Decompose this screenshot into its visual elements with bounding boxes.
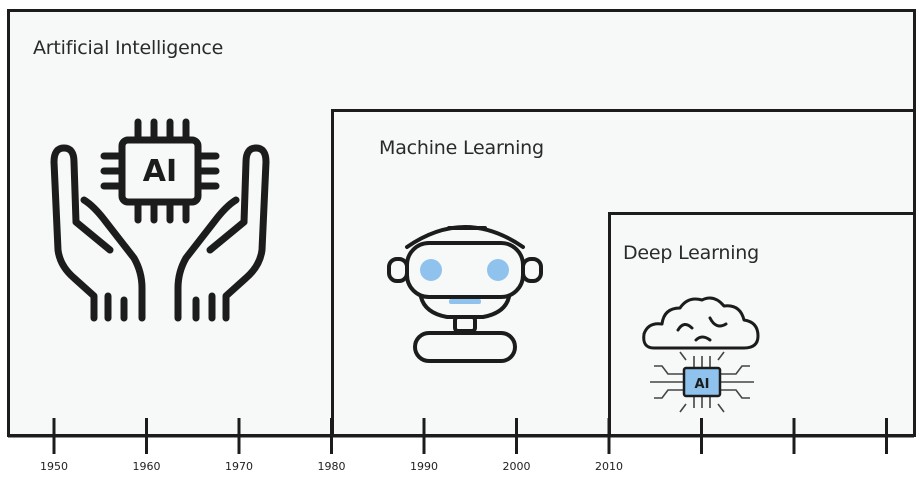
dl-chip-text: AI	[695, 377, 710, 392]
tick-label: 2010	[595, 460, 623, 473]
tick-label: 1990	[410, 460, 438, 473]
tick-label: 1970	[225, 460, 253, 473]
tick-label: 1980	[317, 460, 346, 473]
tick-label: 2000	[502, 460, 531, 473]
ai-label: Artificial Intelligence	[33, 37, 224, 59]
ml-label: Machine Learning	[379, 137, 544, 159]
ai-chip-text: AI	[143, 154, 177, 189]
dl-label: Deep Learning	[623, 242, 759, 264]
tick-label: 1960	[132, 460, 161, 473]
robot-head-icon	[387, 225, 543, 363]
cloud-chip-icon: AI	[642, 296, 760, 413]
ai-chip-hands-icon: AI	[50, 118, 270, 322]
tick-label: 1950	[40, 460, 68, 473]
